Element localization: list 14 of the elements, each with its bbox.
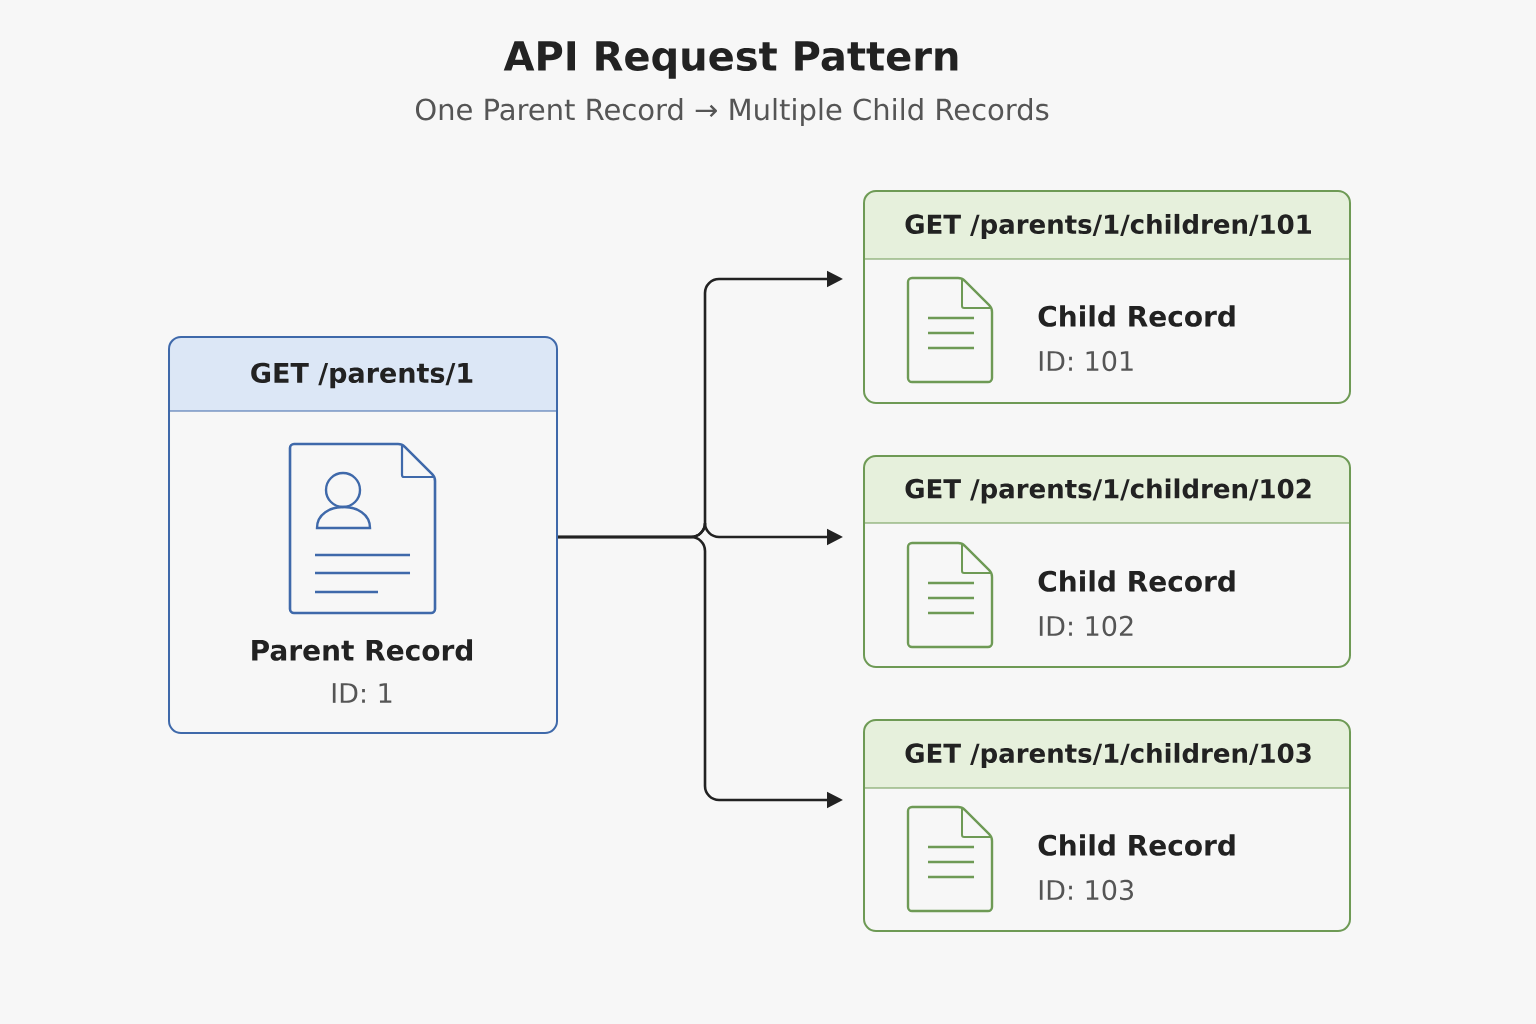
header-text: GET /parents/1/children/103 <box>905 742 1311 769</box>
record-title: Child Record <box>1038 305 1235 327</box>
title: API Request Pattern <box>503 41 958 79</box>
record-title: Child Record <box>1038 834 1235 856</box>
record-id: ID: 1 <box>332 683 392 703</box>
record-id: ID: 101 <box>1039 350 1133 372</box>
record-title: Child Record <box>1038 570 1235 592</box>
record-id: ID: 102 <box>1039 615 1133 637</box>
subtitle: One Parent Record → Multiple Child Records <box>415 97 1049 127</box>
record-title: Parent Record <box>252 639 472 661</box>
record-id: ID: 103 <box>1039 879 1133 901</box>
header-text: GET /parents/1 <box>251 362 473 389</box>
header-text: GET /parents/1/children/101 <box>905 213 1311 240</box>
header-text: GET /parents/1/children/102 <box>905 478 1311 504</box>
